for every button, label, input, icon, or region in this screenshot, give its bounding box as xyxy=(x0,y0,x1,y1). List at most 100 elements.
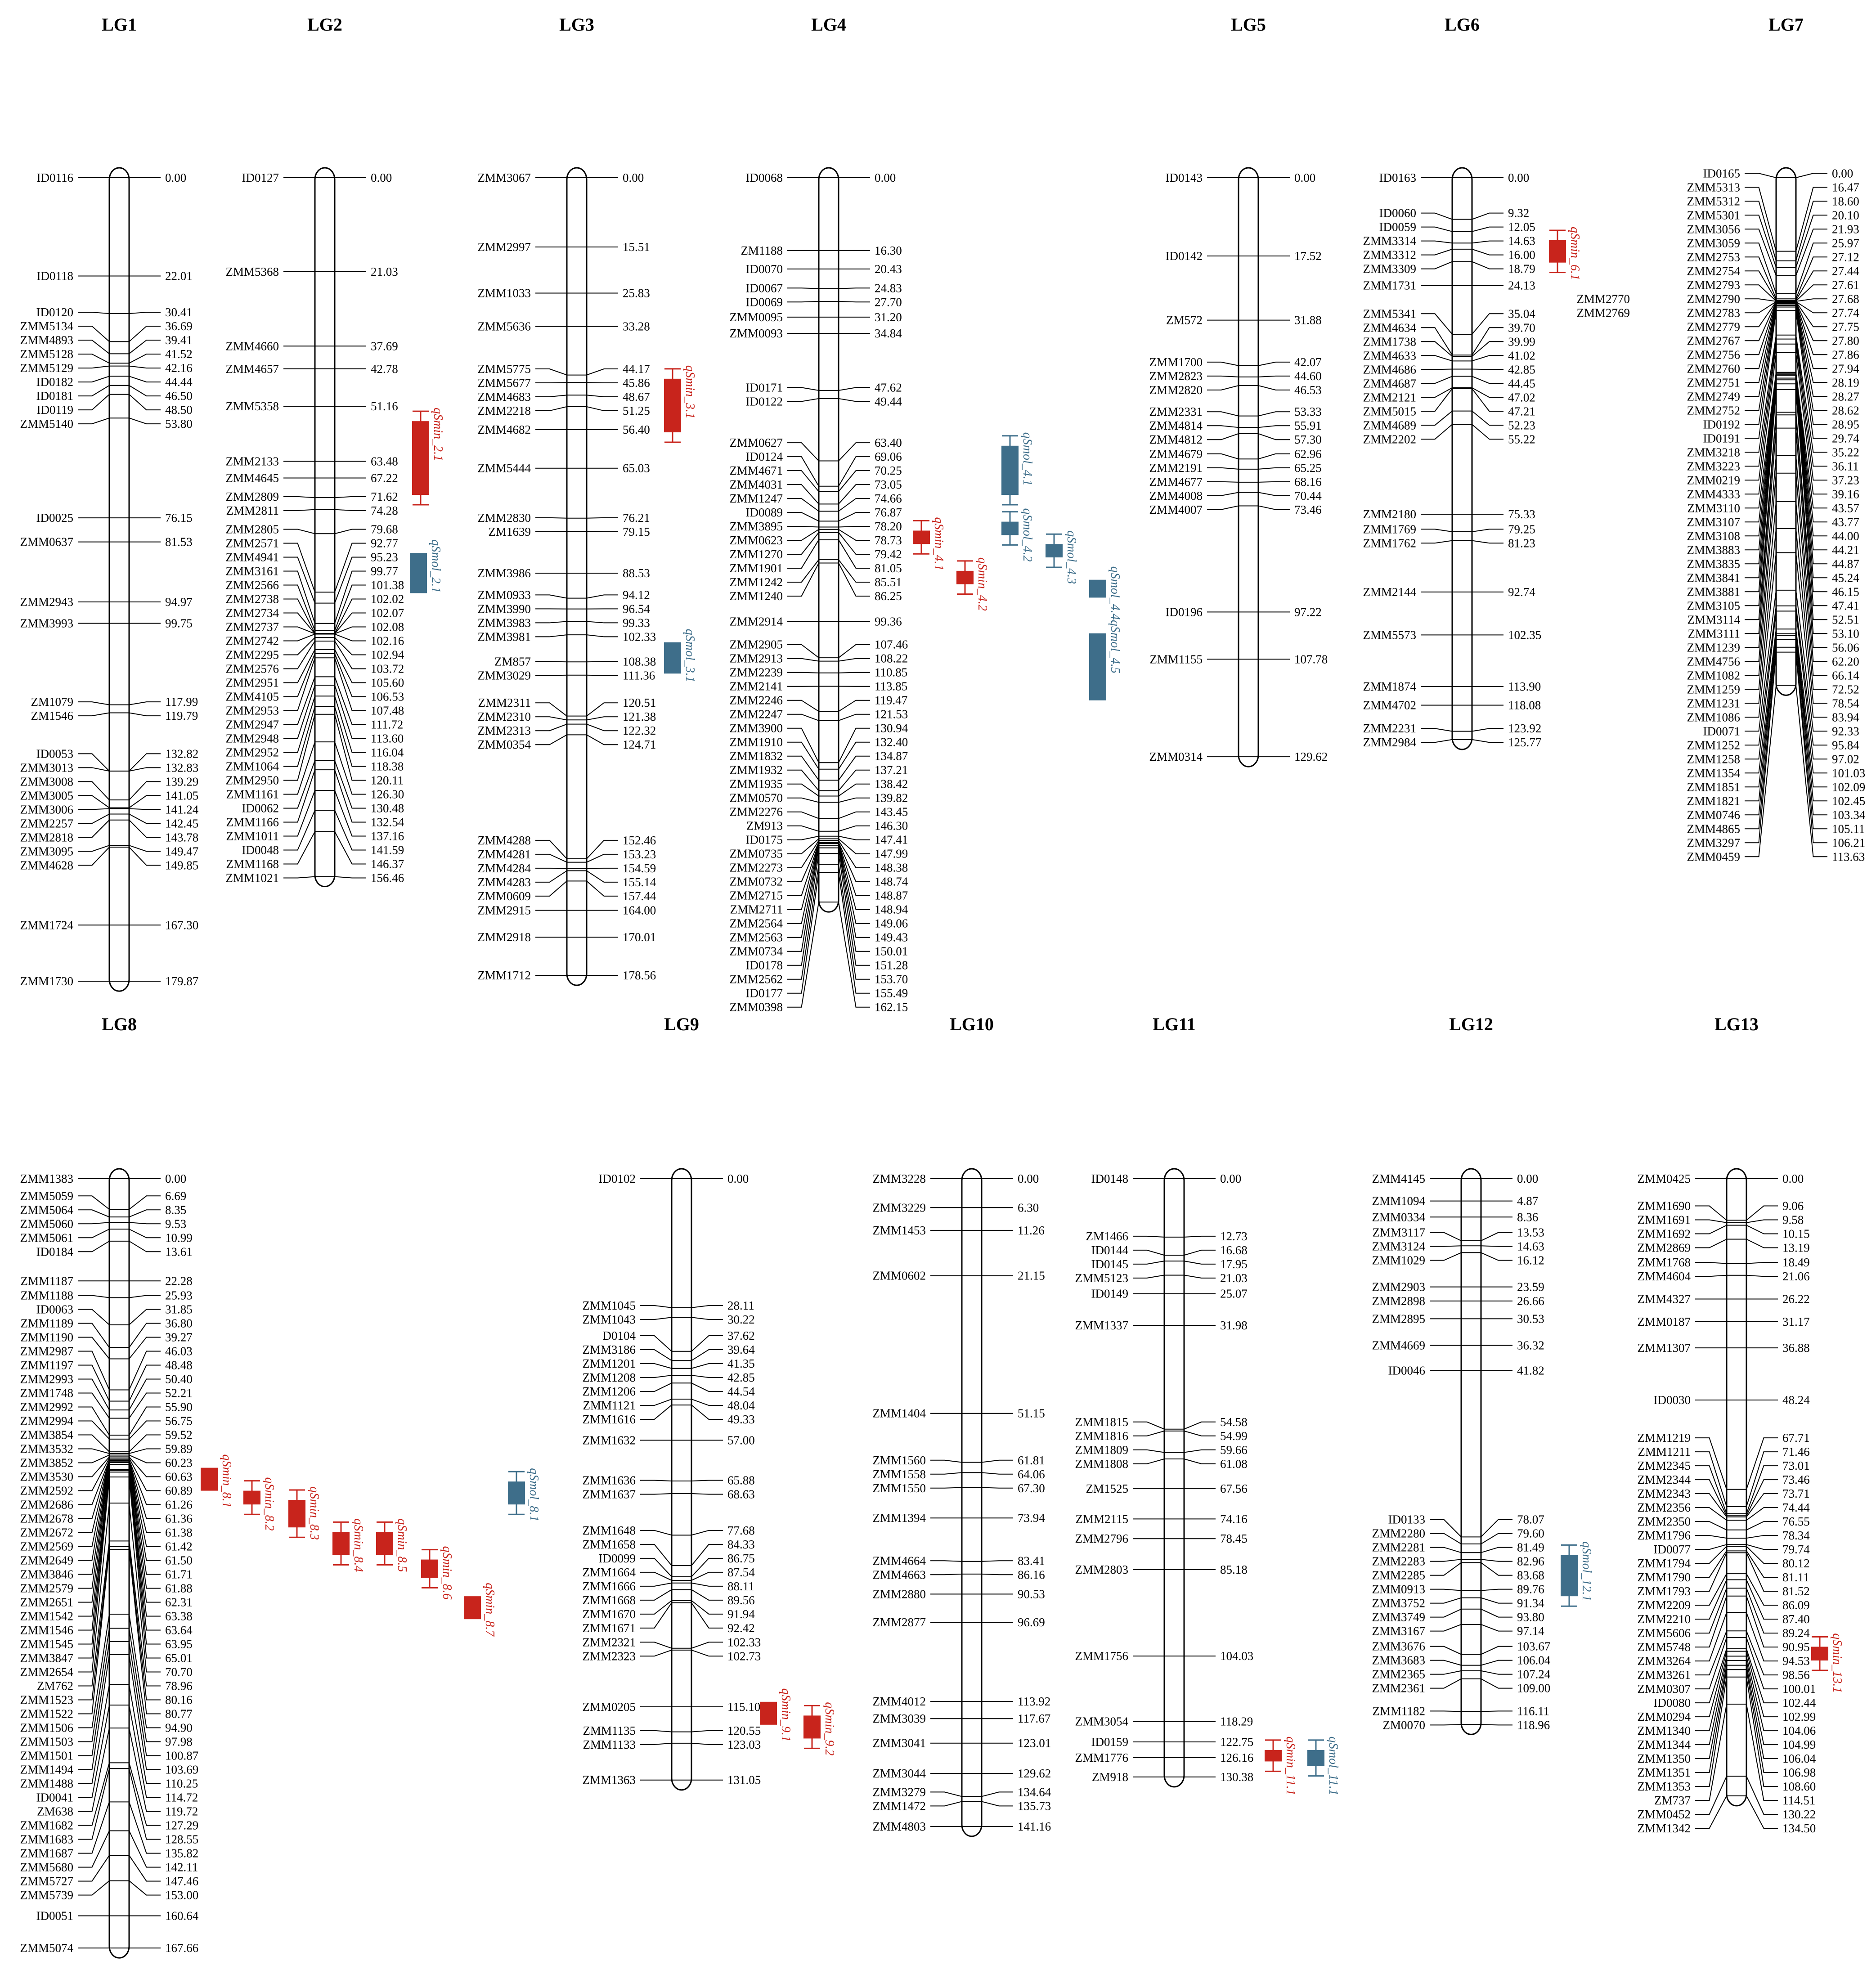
qtl-interval: qSmin_8.4 xyxy=(332,1518,365,1572)
marker-name: ID0142 xyxy=(1166,249,1203,263)
marker-name: ZMM2830 xyxy=(477,511,531,525)
marker-name: ZMM2790 xyxy=(1687,292,1740,305)
marker-position: 79.25 xyxy=(1508,522,1535,536)
marker-name: ZMM4679 xyxy=(1149,447,1203,461)
chromosome-bar xyxy=(1460,1168,1482,1735)
marker-name: ZMM2141 xyxy=(729,680,783,693)
marker-name: ZMM3006 xyxy=(20,803,73,816)
marker-position: 57.00 xyxy=(727,1433,755,1447)
marker-name: ZMM3279 xyxy=(872,1785,926,1799)
marker-name: ZMM2796 xyxy=(1075,1532,1128,1545)
marker-position: 152.46 xyxy=(623,834,656,847)
marker-position: 92.77 xyxy=(371,536,398,550)
group-title: LG7 xyxy=(1768,14,1804,35)
marker-position: 83.94 xyxy=(1832,710,1859,724)
marker-position: 36.11 xyxy=(1832,459,1859,473)
marker-name: ZMM4814 xyxy=(1149,419,1203,432)
marker-name: ZMM1453 xyxy=(872,1224,926,1237)
marker-position: 62.96 xyxy=(1294,447,1322,461)
marker-position: 81.11 xyxy=(1782,1571,1809,1584)
marker-position: 71.46 xyxy=(1782,1445,1810,1458)
marker-position: 23.59 xyxy=(1517,1280,1544,1294)
marker-position: 92.33 xyxy=(1832,724,1859,738)
qtl-label: qSmin_8.7 xyxy=(483,1583,497,1637)
qtl-interval: qSmin_8.5 xyxy=(376,1518,409,1572)
marker-name: ZMM4284 xyxy=(477,862,531,875)
marker-position: 86.75 xyxy=(727,1552,755,1565)
marker-position: 10.99 xyxy=(165,1231,193,1244)
marker-position: 68.16 xyxy=(1294,475,1322,489)
marker-position: 99.77 xyxy=(371,564,398,578)
marker-name: ID0051 xyxy=(36,1909,74,1923)
marker-name: ID0184 xyxy=(36,1245,74,1258)
marker-name: ZMM1344 xyxy=(1637,1738,1691,1751)
chromosome-bar xyxy=(108,167,130,992)
qtl-label: qSmol_4.3 xyxy=(1064,530,1078,584)
marker-position: 99.36 xyxy=(875,615,902,628)
marker-position: 56.06 xyxy=(1832,641,1859,654)
marker-position: 123.92 xyxy=(1508,722,1541,735)
marker-name: ZMM0933 xyxy=(477,588,531,601)
marker-name: ZMM3883 xyxy=(1687,543,1740,556)
marker-name: ZMM1270 xyxy=(729,547,783,561)
marker-name: ZMM4893 xyxy=(20,333,73,347)
marker-name: ZMM1133 xyxy=(583,1738,636,1751)
marker-position: 27.61 xyxy=(1832,278,1859,292)
marker-name-extra: ZMM2770 xyxy=(1576,292,1630,305)
qtl-interval: qSmin_3.1 xyxy=(664,365,697,443)
marker-name: ZMM3228 xyxy=(872,1172,926,1185)
marker-name: ZMM1064 xyxy=(225,759,279,773)
marker-position: 54.58 xyxy=(1220,1415,1248,1429)
marker-position: 78.07 xyxy=(1517,1513,1544,1526)
marker-name: ZMM2180 xyxy=(1363,507,1416,521)
marker-position: 22.01 xyxy=(165,269,193,283)
marker-name: ID0181 xyxy=(36,389,74,403)
marker-name: ZMM2678 xyxy=(20,1512,73,1525)
marker-name: ID0196 xyxy=(1166,605,1203,619)
qtl-label: qSmin_8.3 xyxy=(307,1486,321,1540)
marker-position: 39.27 xyxy=(165,1330,193,1344)
marker-position: 73.46 xyxy=(1782,1473,1810,1486)
marker-name: ZMM3111 xyxy=(1688,627,1740,640)
marker-position: 100.01 xyxy=(1782,1682,1816,1696)
marker-position: 141.05 xyxy=(165,789,198,802)
marker-name: ZMM5059 xyxy=(20,1189,73,1203)
marker-position: 122.75 xyxy=(1220,1735,1253,1749)
marker-position: 92.74 xyxy=(1508,585,1535,599)
marker-name: ZM1639 xyxy=(489,525,531,539)
marker-position: 143.45 xyxy=(875,805,908,819)
marker-name: ZMM1522 xyxy=(20,1707,73,1720)
marker-name: ZMM1503 xyxy=(20,1735,73,1748)
marker-position: 0.00 xyxy=(623,171,644,184)
marker-position: 25.93 xyxy=(165,1288,193,1302)
marker-name: ZMM4756 xyxy=(1687,655,1740,668)
marker-position: 22.28 xyxy=(165,1274,193,1288)
marker-name: ZMM2903 xyxy=(1372,1280,1425,1294)
marker-position: 148.94 xyxy=(875,903,908,916)
marker-name: ZMM0913 xyxy=(1372,1583,1425,1596)
marker-name: ZMM2793 xyxy=(1687,278,1740,292)
marker-position: 102.33 xyxy=(623,630,656,643)
marker-name: ZMM2914 xyxy=(729,615,783,628)
marker-name: ZMM2895 xyxy=(1372,1312,1425,1325)
qtl-label: qSmin_8.5 xyxy=(395,1518,409,1572)
